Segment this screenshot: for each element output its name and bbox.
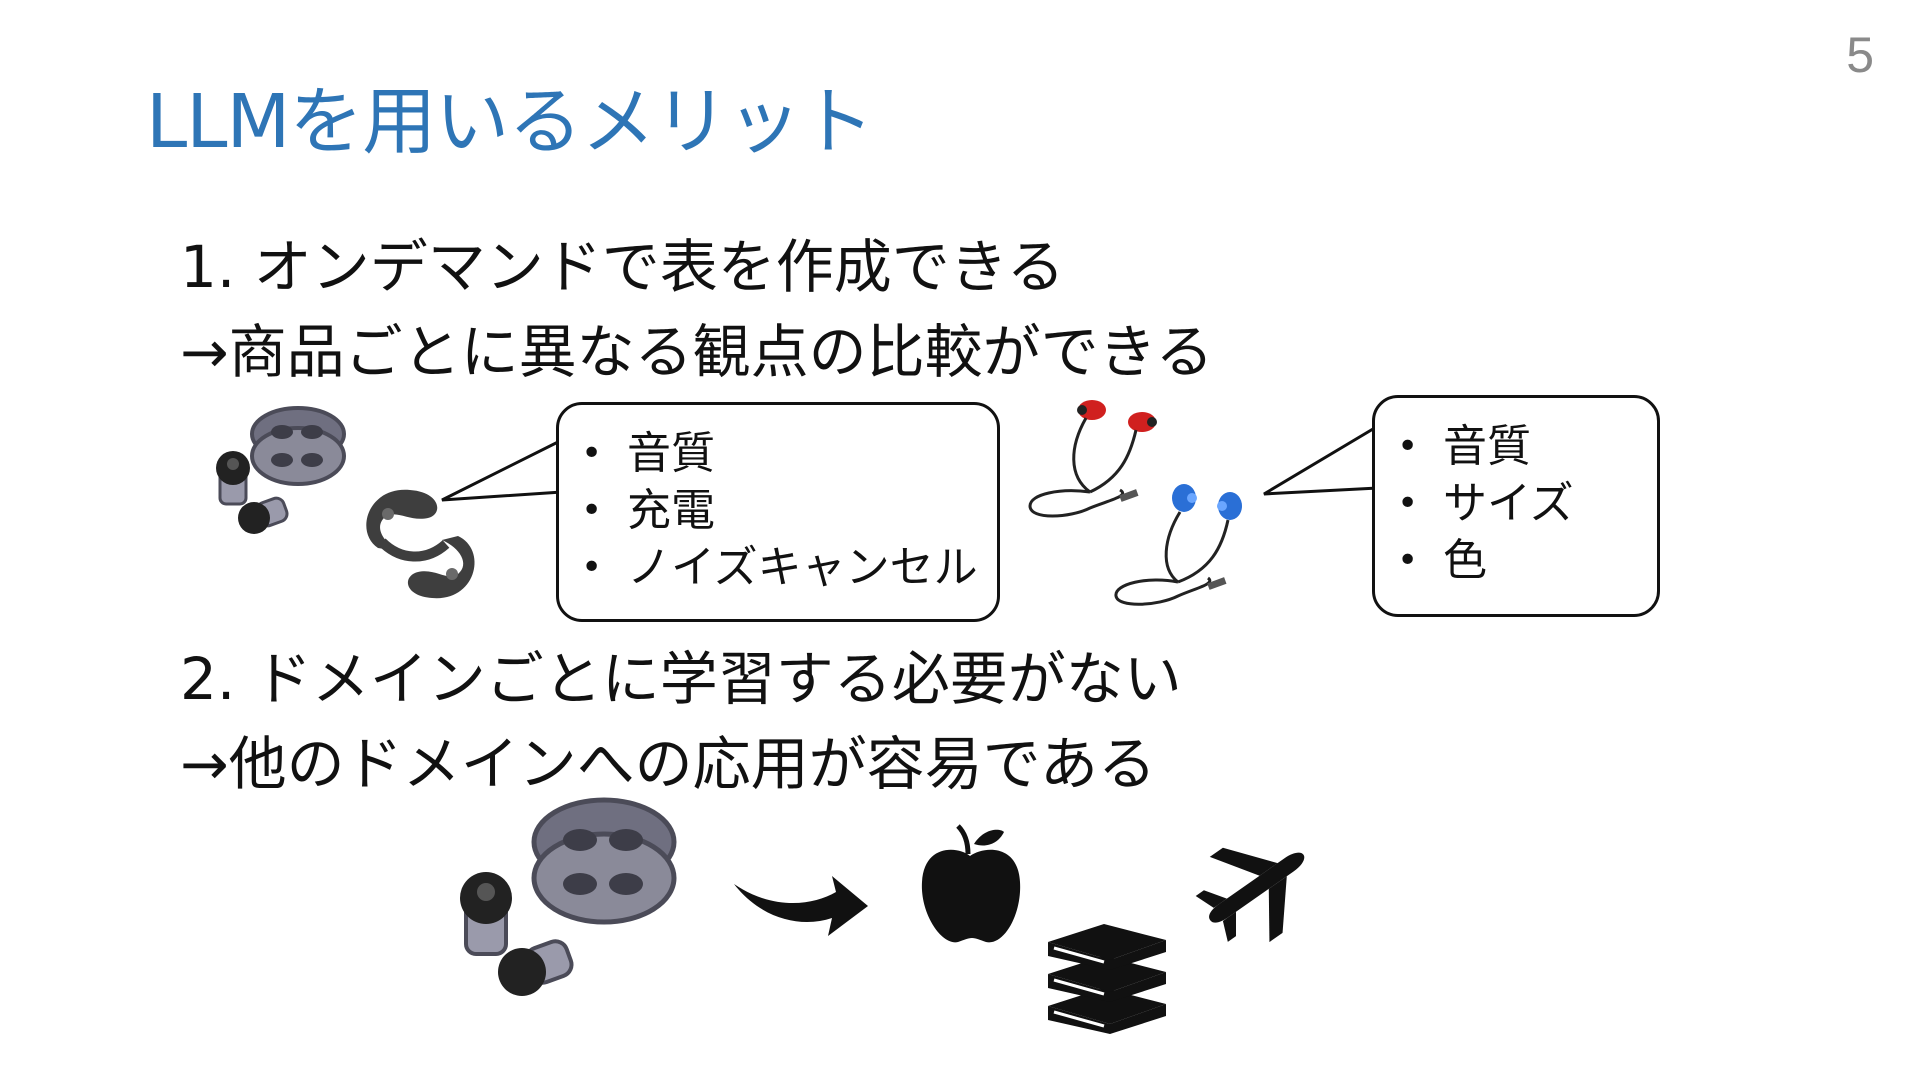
arrow-right-icon bbox=[734, 876, 868, 936]
feature-item: 音質 bbox=[1375, 418, 1657, 475]
feature-list-1: 音質 充電 ノイズキャンセル bbox=[559, 425, 997, 596]
bone-conduction-earphones-icon bbox=[366, 489, 475, 599]
wired-earphones-red-icon bbox=[1028, 400, 1157, 518]
page-number: 5 bbox=[1846, 27, 1874, 83]
feature-bubble-1: 音質 充電 ノイズキャンセル bbox=[556, 402, 1000, 622]
books-icon bbox=[1048, 924, 1166, 1034]
feature-item: ノイズキャンセル bbox=[559, 539, 997, 596]
feature-item: サイズ bbox=[1375, 475, 1657, 532]
bubble-1-tail bbox=[441, 438, 563, 502]
point-2-detail: →他のドメインへの応用が容易である bbox=[180, 730, 1157, 798]
feature-item: 音質 bbox=[559, 425, 997, 482]
airplane-icon bbox=[1195, 847, 1305, 943]
feature-item: 色 bbox=[1375, 532, 1657, 589]
point-1-heading: 1. オンデマンドで表を作成できる bbox=[180, 233, 1065, 301]
wireless-earbuds-icon bbox=[460, 797, 677, 996]
wired-earphones-blue-icon bbox=[1114, 484, 1242, 606]
feature-list-2: 音質 サイズ 色 bbox=[1375, 418, 1657, 589]
bubble-2-tail bbox=[1263, 424, 1379, 496]
slide-title: LLMを用いるメリット bbox=[146, 79, 874, 165]
apple-icon bbox=[921, 824, 1021, 943]
feature-bubble-2: 音質 サイズ 色 bbox=[1372, 395, 1660, 617]
wireless-earbuds-icon bbox=[216, 406, 346, 534]
feature-item: 充電 bbox=[559, 482, 997, 539]
point-2-heading: 2. ドメインごとに学習する必要がない bbox=[180, 645, 1182, 713]
point-1-detail: →商品ごとに異なる観点の比較ができる bbox=[180, 318, 1214, 386]
